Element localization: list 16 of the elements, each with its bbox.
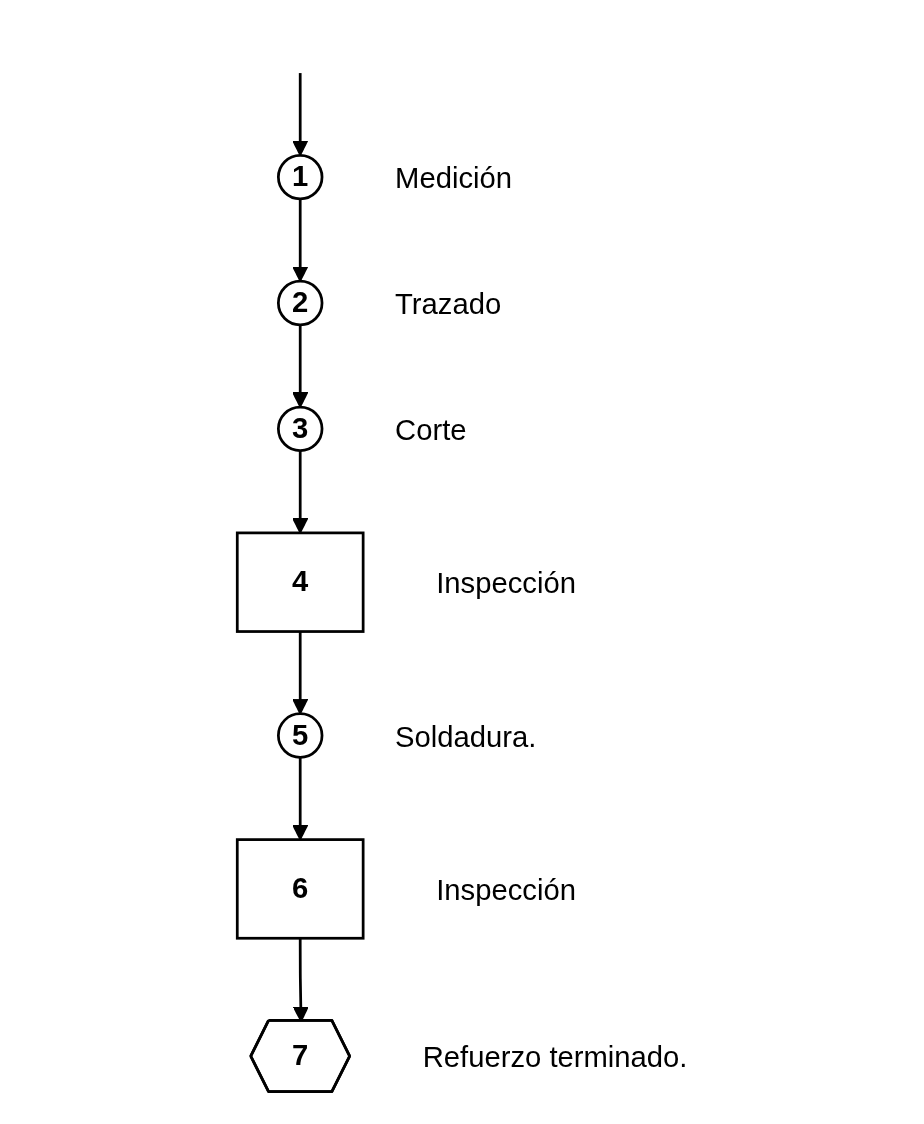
step-label: Inspección (435, 567, 576, 600)
step-label: Refuerzo terminado. (422, 1041, 688, 1074)
step-label: Soldadura. (394, 720, 537, 753)
node-box: 6 (235, 838, 365, 940)
node-circle: 5 (276, 712, 323, 759)
node-box: 4 (235, 531, 365, 633)
arrow (291, 198, 308, 282)
node-circle: 3 (276, 405, 323, 453)
node-circle: 1 (276, 153, 323, 201)
arrow (291, 73, 308, 156)
arrow (291, 324, 308, 408)
step-label: Corte (394, 413, 467, 446)
node-circle: 2 (276, 279, 323, 327)
step-label: Trazado (394, 287, 501, 320)
step-label: Inspección (435, 873, 576, 906)
step-label: Medición (394, 162, 512, 195)
